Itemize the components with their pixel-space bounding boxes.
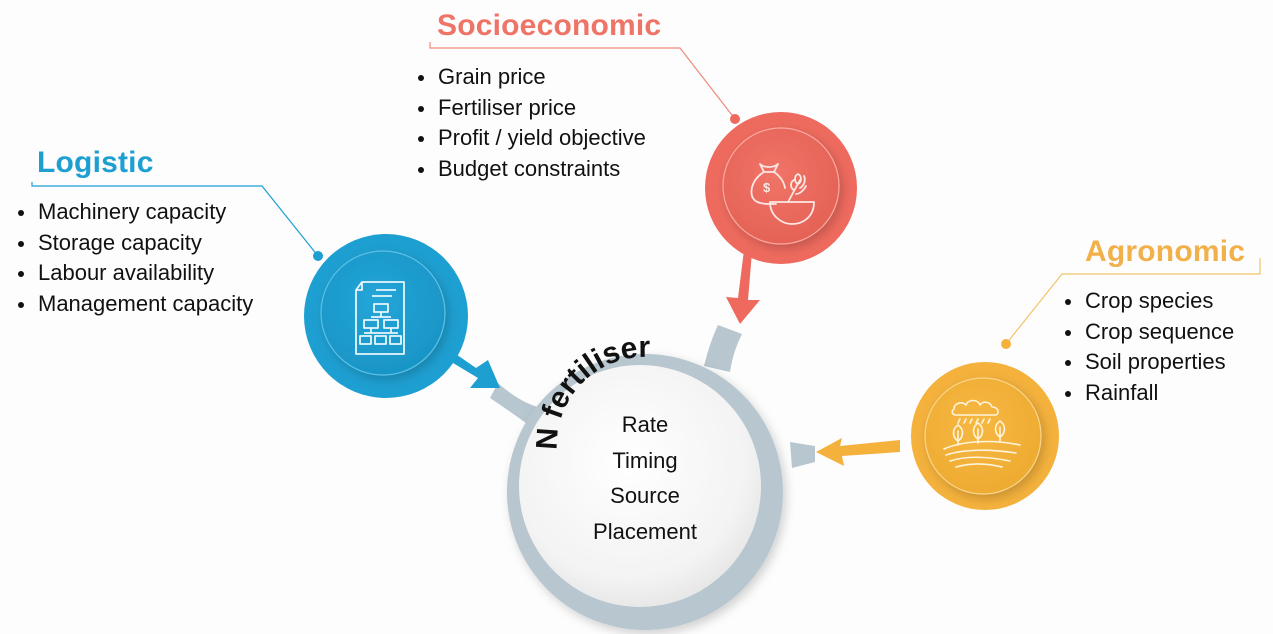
socioeconomic-factor-list: Grain price Fertiliser price Profit / yi… — [414, 62, 646, 184]
list-item: Crop species — [1061, 286, 1234, 317]
money-bag-grain-bowl-icon: $ — [750, 163, 815, 225]
hub-item-timing: Timing — [612, 447, 678, 473]
logistic-node — [304, 234, 500, 398]
hub-item-rate: Rate — [621, 412, 669, 437]
list-item: Crop sequence — [1061, 317, 1234, 348]
list-item: Labour availability — [14, 258, 253, 289]
list-item: Fertiliser price — [414, 93, 646, 124]
list-item: Storage capacity — [14, 228, 253, 259]
list-item: Rainfall — [1061, 378, 1234, 409]
leader-line-agronomic — [1001, 258, 1261, 349]
rain-field-crops-icon — [943, 399, 1021, 468]
hub-decision-list: Rate Timing Source Placement — [545, 407, 745, 549]
leader-line-logistic — [31, 182, 323, 261]
logistic-title: Logistic — [37, 146, 154, 179]
agronomic-title: Agronomic — [1085, 235, 1246, 268]
list-item: Grain price — [414, 62, 646, 93]
hub-item-source: Source — [610, 483, 680, 508]
logistic-factor-list: Machinery capacity Storage capacity Labo… — [14, 197, 253, 319]
list-item: Management capacity — [14, 289, 253, 320]
hub-circle — [507, 354, 783, 630]
list-item: Profit / yield objective — [414, 123, 646, 154]
svg-text:$: $ — [763, 180, 771, 195]
hub-item-placement: Placement — [593, 518, 697, 544]
leader-line-socioeconomic — [429, 42, 740, 124]
agronomic-factor-list: Crop species Crop sequence Soil properti… — [1061, 286, 1234, 408]
document-flowchart-icon — [355, 281, 405, 355]
socioeconomic-title: Socioeconomic — [437, 9, 662, 42]
list-item: Soil properties — [1061, 347, 1234, 378]
list-item: Budget constraints — [414, 154, 646, 185]
list-item: Machinery capacity — [14, 197, 253, 228]
